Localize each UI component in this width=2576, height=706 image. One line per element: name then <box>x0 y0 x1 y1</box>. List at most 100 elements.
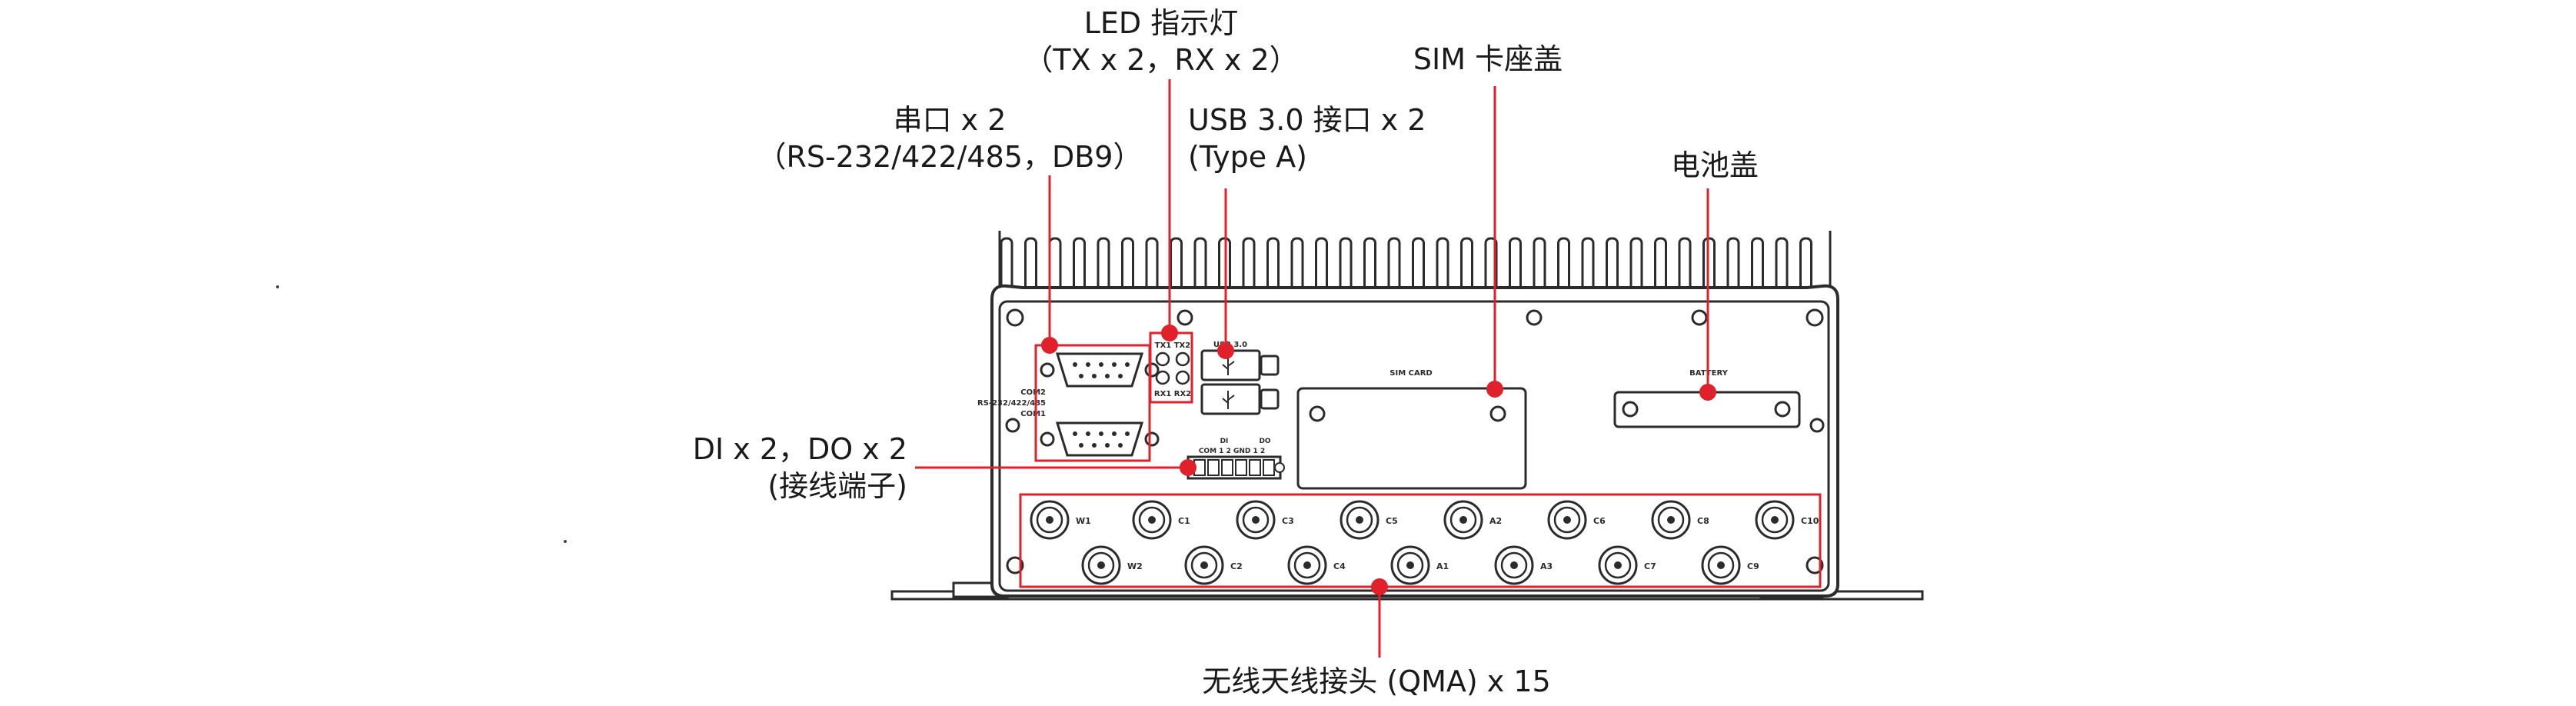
heatsink-fin <box>1533 237 1546 295</box>
qma-antenna-connector: A3 <box>1494 545 1553 585</box>
screw-icon <box>1806 556 1824 574</box>
com1-label: COM1 <box>1020 410 1046 418</box>
antenna-pin <box>1406 561 1414 569</box>
com-ports <box>1040 352 1160 457</box>
led-rx-label: RX1 RX2 <box>1154 390 1191 398</box>
led-tx2 <box>1175 351 1190 367</box>
dio-terminal-pin <box>1263 459 1275 476</box>
heatsink-fin <box>1629 237 1643 295</box>
qma-antenna-connector: C6 <box>1547 500 1606 540</box>
antenna-label: W1 <box>1076 516 1091 526</box>
screw-icon <box>1040 431 1055 447</box>
screw-icon <box>1006 556 1024 574</box>
heatsink-fins <box>998 231 1832 301</box>
heatsink-fin <box>1024 237 1037 295</box>
antenna-label: C1 <box>1178 516 1190 526</box>
callout-serial-ports: 串口 x 2 （RS-232/422/485，DB9） <box>738 102 1161 175</box>
heatsink-fin <box>1751 237 1764 295</box>
com-standard-label: RS-232/422/485 <box>977 399 1046 408</box>
serial-marker-dot <box>1041 337 1058 354</box>
antenna-pin <box>1046 516 1053 524</box>
di-header: DI <box>1220 438 1229 445</box>
callout-led-title: LED 指示灯 <box>1083 6 1239 40</box>
heatsink-fin <box>1266 237 1280 295</box>
led-rx2 <box>1175 370 1190 385</box>
qma-antenna-connector: C5 <box>1340 500 1398 540</box>
antenna-pin <box>1200 561 1208 569</box>
heatsink-fin <box>1412 237 1425 295</box>
qma-antenna-connector: W1 <box>1030 500 1091 540</box>
callout-sim-cover: SIM 卡座盖 <box>1384 41 1592 78</box>
qma-antenna-connector: C2 <box>1184 545 1243 585</box>
screw-icon <box>1040 362 1055 378</box>
antenna-pin <box>1459 516 1467 524</box>
heatsink-fin <box>1654 237 1667 295</box>
callout-dio-detail: (接线端子) <box>767 469 907 503</box>
callout-led-indicators: LED 指示灯 （TX x 2，RX x 2） <box>1007 5 1315 78</box>
screw-icon <box>1144 431 1160 447</box>
sim-card-cover <box>1296 387 1527 490</box>
sim-marker-dot <box>1486 381 1503 398</box>
led-rx1 <box>1155 370 1170 385</box>
callout-usb-title: USB 3.0 接口 x 2 <box>1188 103 1426 137</box>
antenna-label: A3 <box>1540 561 1553 571</box>
heatsink-fin <box>1460 237 1473 295</box>
antenna-pin <box>1148 516 1156 524</box>
antenna-label: C8 <box>1697 516 1709 526</box>
qma-antenna-connector: C7 <box>1598 545 1656 585</box>
qma-antenna-connector: A1 <box>1390 545 1449 585</box>
callout-antenna-title: 无线天线接头 (QMA) x 15 <box>1202 664 1551 698</box>
antenna-pin <box>1303 561 1311 569</box>
dio-terminal-pins <box>1185 459 1285 476</box>
screw-icon <box>1526 309 1543 326</box>
heatsink-fin <box>1097 237 1110 295</box>
antenna-label: C6 <box>1593 516 1606 526</box>
qma-antenna-connector: W2 <box>1081 545 1143 585</box>
led-tx1 <box>1155 351 1170 367</box>
antenna-pin <box>1252 516 1260 524</box>
antenna-label: C9 <box>1747 561 1759 571</box>
callout-sim-title: SIM 卡座盖 <box>1413 42 1563 76</box>
screw-icon <box>1622 401 1639 418</box>
qma-antenna-connector: C1 <box>1132 500 1190 540</box>
callout-battery-title: 电池盖 <box>1670 148 1759 182</box>
qma-antenna-connector: C4 <box>1287 545 1346 585</box>
antenna-label: C3 <box>1282 516 1294 526</box>
callout-serial-detail: （RS-232/422/485，DB9） <box>757 140 1143 174</box>
callout-dio-terminal: DI x 2，DO x 2 (接线端子) <box>638 431 907 505</box>
screw-icon <box>1177 309 1193 326</box>
screw-icon <box>1489 405 1506 422</box>
dio-terminal-pin <box>1249 459 1261 476</box>
heatsink-fin <box>1145 237 1159 295</box>
speck-dot <box>564 540 567 543</box>
antenna-label: C4 <box>1333 561 1346 571</box>
heatsink-fin <box>1581 237 1595 295</box>
heatsink-fin <box>1363 237 1376 295</box>
antenna-pin <box>1356 516 1363 524</box>
callout-antenna-connectors: 无线天线接头 (QMA) x 15 <box>1153 663 1599 700</box>
antenna-label: C10 <box>1801 516 1819 526</box>
qma-antenna-connector: A2 <box>1443 500 1502 540</box>
antenna-label: W2 <box>1127 561 1143 571</box>
heatsink-fin <box>1606 237 1619 295</box>
screw-icon <box>1691 309 1708 326</box>
antenna-label: A1 <box>1436 561 1449 571</box>
antenna-pin <box>1614 561 1622 569</box>
screw-icon <box>1144 362 1160 378</box>
qma-antenna-connector: C9 <box>1701 545 1759 585</box>
qma-antenna-connector: C3 <box>1236 500 1294 540</box>
antenna-marker-dot <box>1371 578 1388 595</box>
com2-label: COM2 <box>1020 388 1046 397</box>
heatsink-fin <box>1121 237 1134 295</box>
usb-icon <box>1222 357 1235 409</box>
panel-screws <box>1005 308 1825 574</box>
callout-usb-ports: USB 3.0 接口 x 2 (Type A) <box>1188 102 1465 175</box>
usb-ports <box>1200 349 1280 415</box>
heatsink-fin <box>1048 237 1062 295</box>
callout-battery-cover: 电池盖 <box>1646 147 1784 184</box>
screw-icon <box>1274 462 1285 473</box>
dio-terminal-pin <box>1207 459 1220 476</box>
heatsink-fin <box>1726 237 1740 295</box>
callout-led-detail: （TX x 2，RX x 2） <box>1023 43 1299 77</box>
